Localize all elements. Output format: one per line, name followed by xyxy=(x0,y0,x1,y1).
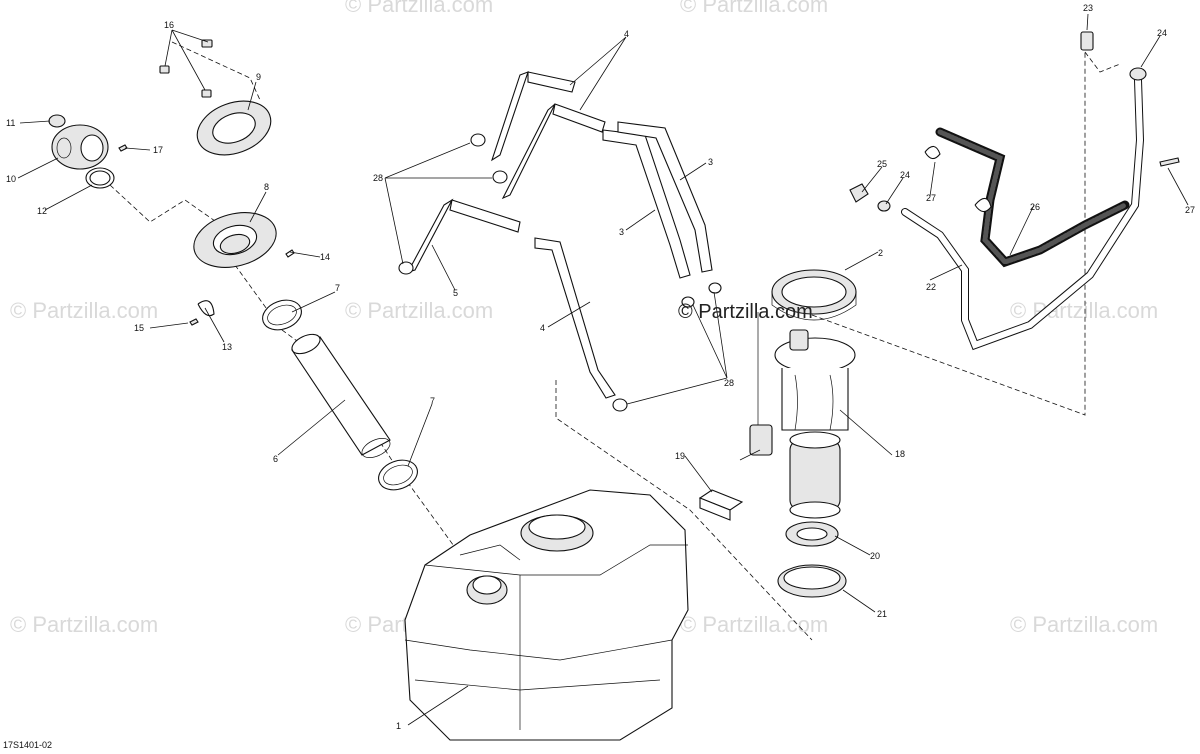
callout-19: 19 xyxy=(675,451,685,461)
callout-12: 12 xyxy=(37,206,47,216)
main-watermark: © Partzilla.com xyxy=(678,301,813,323)
callout-4-upper: 4 xyxy=(624,29,629,39)
callout-4-lower: 4 xyxy=(540,323,545,333)
callout-6: 6 xyxy=(273,454,278,464)
watermark: © Partzilla.com xyxy=(1010,612,1158,637)
callout-17: 17 xyxy=(153,145,163,155)
callout-3-right: 3 xyxy=(708,157,713,167)
part-16-screws xyxy=(159,39,213,98)
callout-7-lower: 7 xyxy=(430,396,435,406)
part-4-5-straps xyxy=(406,71,616,399)
callout-27-right: 27 xyxy=(1185,205,1195,215)
callout-26: 26 xyxy=(1030,202,1040,212)
callout-25: 25 xyxy=(877,159,887,169)
watermark: © Partzilla.com xyxy=(680,0,828,17)
callout-24-left: 24 xyxy=(900,170,910,180)
callout-16: 16 xyxy=(164,20,174,30)
part-7-clamps xyxy=(262,299,418,491)
callout-10: 10 xyxy=(6,174,16,184)
callout-1: 1 xyxy=(396,721,401,731)
callout-7-upper: 7 xyxy=(335,283,340,293)
part-21-ring xyxy=(777,564,847,598)
callout-9: 9 xyxy=(256,72,261,82)
callout-3-left: 3 xyxy=(619,227,624,237)
callout-28-upper: 28 xyxy=(373,173,383,183)
callout-18: 18 xyxy=(895,449,905,459)
part-10-11-12-cap-assembly xyxy=(48,114,128,189)
callout-21: 21 xyxy=(877,609,887,619)
part-1-fuel-tank xyxy=(404,489,689,741)
leader-lines xyxy=(17,13,1189,726)
part-6-filler-hose xyxy=(291,333,391,458)
callout-8: 8 xyxy=(264,182,269,192)
watermark: © Partzilla.com xyxy=(680,612,828,637)
callout-14: 14 xyxy=(320,252,330,262)
part-3-straps xyxy=(602,121,713,279)
callout-5: 5 xyxy=(453,288,458,298)
callout-28-lower: 28 xyxy=(724,378,734,388)
callout-labels: 16 9 11 10 12 17 8 14 13 15 7 7 6 4 28 5… xyxy=(6,3,1195,731)
callout-24-right: 24 xyxy=(1157,28,1167,38)
part-22-vent-hose xyxy=(901,76,1145,351)
callout-22: 22 xyxy=(926,282,936,292)
callout-15: 15 xyxy=(134,323,144,333)
part-23-25-27-fittings xyxy=(849,31,1180,213)
part-28-clips xyxy=(398,133,722,412)
callout-27-left: 27 xyxy=(926,193,936,203)
watermark: © Partzilla.com xyxy=(345,0,493,17)
part-19-level-sensor xyxy=(698,449,761,521)
watermark: © Partzilla.com xyxy=(345,298,493,323)
watermark: © Partzilla.com xyxy=(10,298,158,323)
callout-20: 20 xyxy=(870,551,880,561)
part-2-locking-ring xyxy=(771,269,857,321)
part-26-corrugated-hose xyxy=(935,127,1130,268)
part-9-gasket xyxy=(196,100,272,156)
watermark: © Partzilla.com xyxy=(10,612,158,637)
part-13-15-clip xyxy=(189,300,215,326)
part-20-gasket xyxy=(785,521,839,547)
callout-13: 13 xyxy=(222,342,232,352)
diagram-reference-code: 17S1401-02 xyxy=(3,740,52,750)
callout-2: 2 xyxy=(878,248,883,258)
part-8-filler-flange xyxy=(193,212,295,268)
part-18-fuel-pump xyxy=(749,312,856,519)
callout-11: 11 xyxy=(6,118,15,128)
callout-23: 23 xyxy=(1083,3,1093,13)
